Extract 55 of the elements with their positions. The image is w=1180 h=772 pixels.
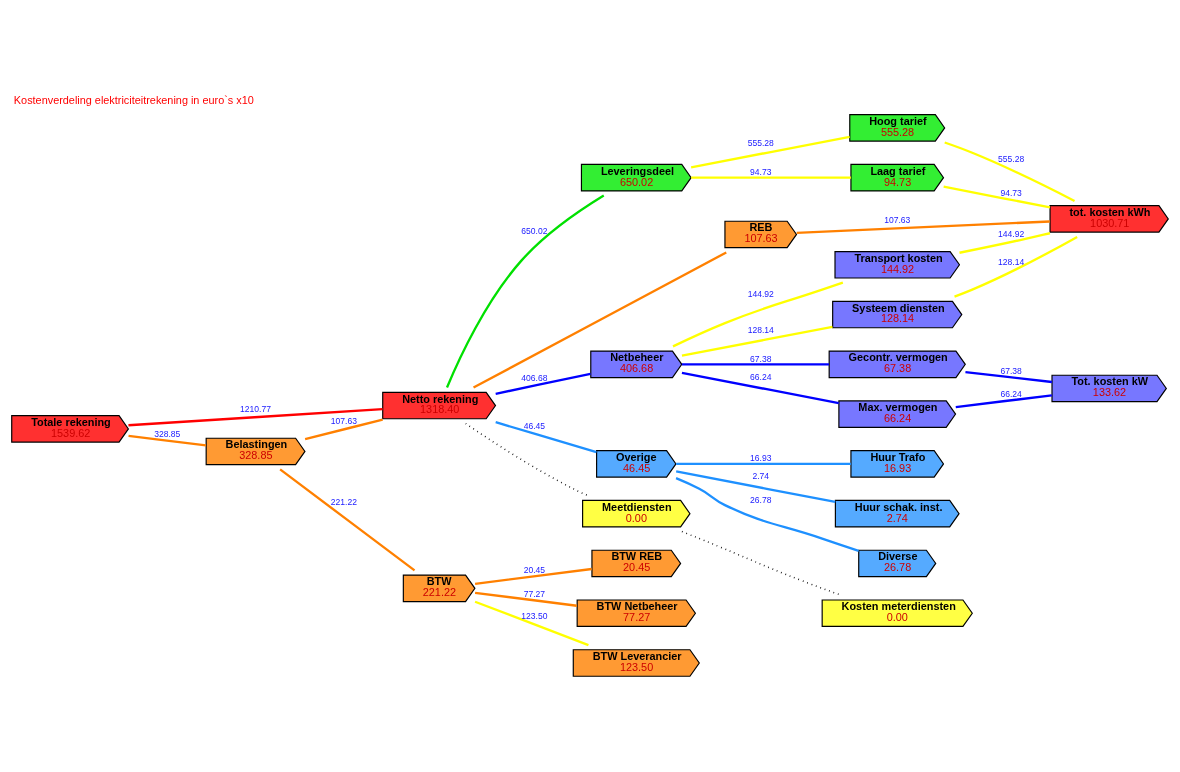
- connector: [128, 407, 383, 426]
- edge-label: 16.93: [750, 452, 772, 463]
- connector: [474, 600, 589, 646]
- connector: [495, 420, 597, 453]
- edge-label: 144.92: [998, 228, 1025, 239]
- connector: [445, 194, 605, 388]
- edge-label: 94.73: [750, 166, 772, 177]
- edge-label: 94.73: [1000, 187, 1022, 198]
- edge-label: 128.14: [998, 256, 1025, 267]
- edge-label: 406.68: [521, 372, 548, 383]
- connector: [464, 422, 589, 496]
- edge-label: 555.28: [998, 153, 1025, 164]
- connector: [943, 184, 1051, 209]
- connector: [474, 567, 592, 585]
- edge-label: 2.74: [752, 470, 770, 481]
- connector: [304, 417, 383, 440]
- connector: [675, 469, 836, 503]
- connector: [944, 140, 1076, 202]
- connector: [955, 393, 1052, 408]
- edge-label: 66.24: [750, 371, 772, 382]
- edge-label: 26.78: [750, 494, 772, 505]
- connector: [965, 370, 1053, 383]
- connector: [796, 219, 1050, 234]
- connector: [681, 371, 839, 404]
- edge-label: 128.14: [747, 324, 774, 335]
- edge-label: 123.50: [521, 610, 548, 621]
- connector: [474, 591, 577, 607]
- edge-label: 107.63: [330, 415, 357, 426]
- edge-label: 46.45: [523, 420, 546, 431]
- edge-label: 67.38: [1000, 365, 1022, 376]
- edge-label: 1210.77: [240, 403, 272, 414]
- connector: [279, 467, 416, 571]
- connector: [954, 235, 1078, 298]
- diagram-title: Kostenverdeling elektriciteitrekening in euro`s x10: [13, 93, 254, 106]
- connector: [681, 362, 829, 365]
- edge-label: 20.45: [523, 564, 546, 575]
- connector: [681, 325, 833, 357]
- connector: [691, 176, 851, 179]
- connector: [675, 476, 859, 552]
- edge-label: 77.27: [523, 588, 546, 599]
- connector: [473, 250, 727, 389]
- edge-label: 67.38: [750, 353, 772, 364]
- edge-label: 221.22: [330, 496, 357, 507]
- connector: [959, 231, 1051, 254]
- edge-label: 144.92: [747, 288, 774, 299]
- connector: [495, 372, 591, 395]
- edge-label: 555.28: [747, 137, 774, 148]
- edge-label: 66.24: [1000, 388, 1022, 399]
- edge-label: 328.85: [154, 428, 181, 439]
- connector: [690, 135, 850, 168]
- connector: [676, 462, 851, 465]
- connector: [128, 434, 207, 447]
- connector: [672, 281, 844, 347]
- edge-label: 650.02: [521, 225, 548, 236]
- edge-label: 107.63: [884, 214, 911, 225]
